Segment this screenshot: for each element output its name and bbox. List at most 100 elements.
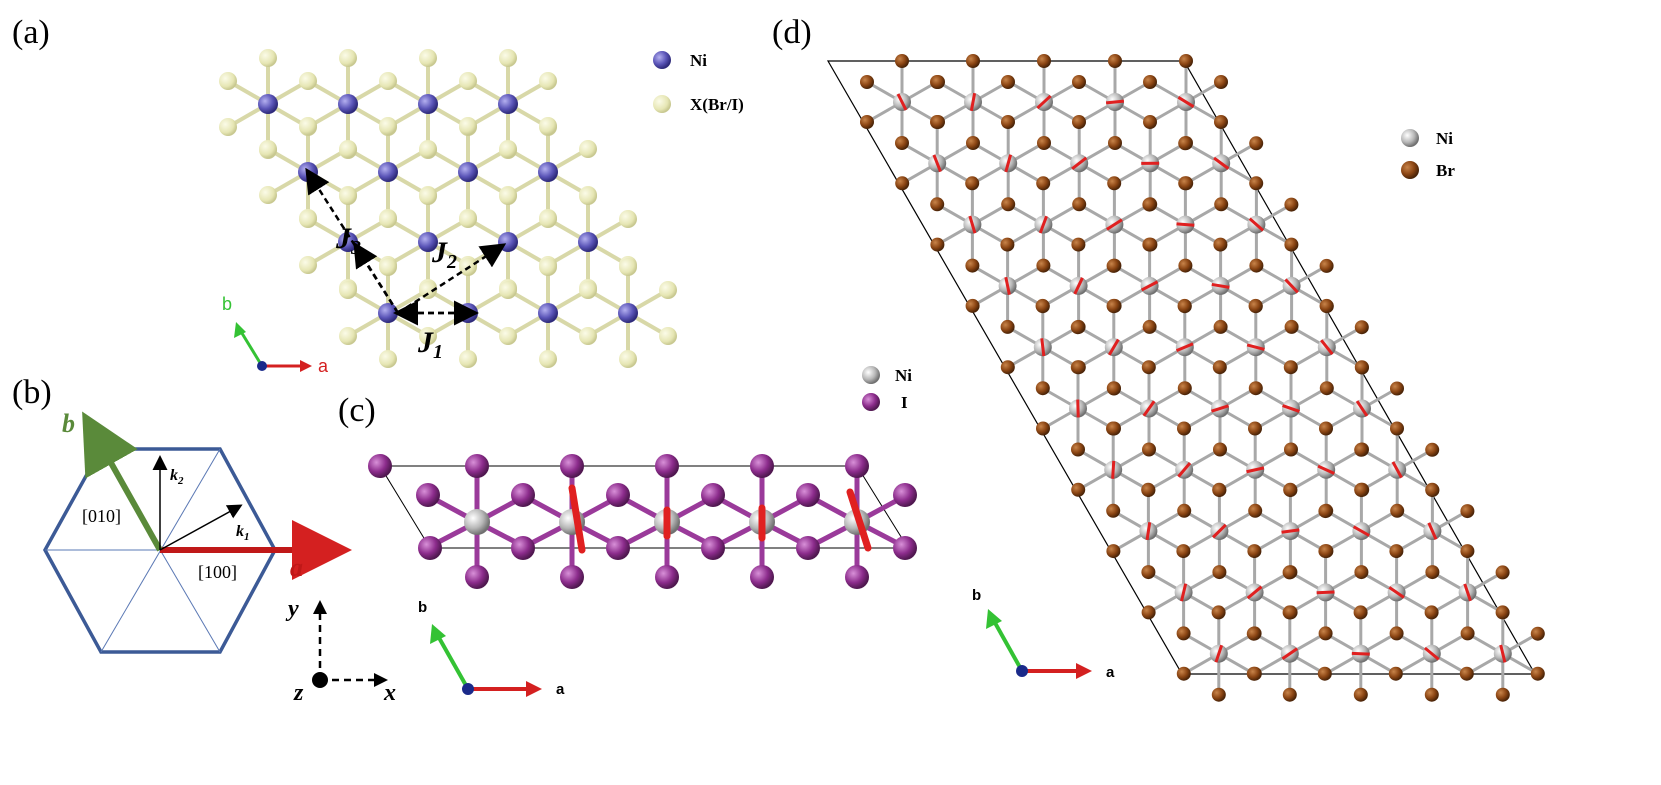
bromine-atom bbox=[1318, 504, 1333, 519]
ni-atom bbox=[338, 94, 358, 114]
bromine-atom bbox=[1354, 320, 1369, 335]
bromine-atom bbox=[1214, 197, 1229, 212]
halide-atom bbox=[379, 210, 397, 228]
ni-atom bbox=[578, 232, 598, 252]
spin-arrow bbox=[932, 154, 942, 173]
panel-c-side-view: Ni I b a bbox=[368, 366, 917, 698]
ni-atom bbox=[498, 94, 518, 114]
halide-atom bbox=[379, 117, 397, 135]
bromine-atom bbox=[1179, 54, 1193, 68]
bromine-atom bbox=[1425, 483, 1440, 498]
bromine-atom bbox=[1214, 75, 1228, 89]
bromine-atom bbox=[965, 298, 980, 313]
bromine-atom bbox=[1143, 237, 1158, 252]
spin-arrow bbox=[1281, 528, 1300, 534]
spin-arrow bbox=[1391, 461, 1403, 479]
bromine-atom bbox=[966, 136, 980, 150]
iodine-atom bbox=[560, 454, 584, 478]
bromine-atom bbox=[1035, 381, 1050, 396]
halide-atom bbox=[259, 186, 277, 204]
iodine-atom bbox=[701, 536, 725, 560]
bromine-atom bbox=[1390, 503, 1405, 518]
j1-label: J1 bbox=[417, 326, 443, 363]
halide-atom bbox=[339, 327, 357, 345]
spin-arrow bbox=[1004, 154, 1013, 173]
ni-atom bbox=[378, 303, 398, 323]
legend-ni-label: Ni bbox=[690, 51, 707, 70]
bromine-atom bbox=[1179, 176, 1194, 191]
ni-atom bbox=[458, 162, 478, 182]
ni-atom bbox=[618, 303, 638, 323]
spin-arrow bbox=[1246, 343, 1265, 351]
halide-atom bbox=[579, 281, 597, 299]
bromine-atom bbox=[895, 136, 909, 150]
bromine-atom bbox=[1355, 360, 1369, 375]
label-100: [100] bbox=[198, 562, 237, 582]
bromine-atom bbox=[1284, 197, 1299, 212]
iodine-atom bbox=[606, 536, 630, 560]
panel-d-supercell: Ni Br b a bbox=[826, 54, 1545, 702]
panel-label-b: (b) bbox=[12, 374, 52, 411]
spin-arrow bbox=[1177, 96, 1195, 108]
bromine-atom bbox=[1212, 360, 1227, 375]
halide-atom bbox=[259, 140, 277, 158]
bromine-atom bbox=[1107, 381, 1121, 396]
ni-atom bbox=[464, 509, 490, 535]
bromine-atom bbox=[1354, 442, 1369, 457]
spin-arrow bbox=[896, 93, 908, 111]
label-k2: k2 bbox=[170, 467, 184, 487]
halide-atom bbox=[379, 258, 397, 276]
bromine-atom bbox=[1213, 442, 1227, 457]
halide-atom bbox=[219, 72, 237, 90]
iodine-atom bbox=[560, 565, 584, 589]
bromine-atom bbox=[1214, 115, 1228, 129]
coord-y: y bbox=[285, 596, 299, 622]
bromine-atom bbox=[1319, 258, 1334, 273]
bromine-atom bbox=[1141, 483, 1156, 498]
halide-atom bbox=[299, 210, 317, 228]
axis-a-label: a bbox=[318, 356, 329, 376]
iodine-atom bbox=[701, 483, 725, 507]
iodine-atom bbox=[465, 565, 489, 589]
spin-arrow bbox=[1248, 217, 1265, 232]
bromine-atom bbox=[895, 54, 909, 68]
bromine-atom bbox=[1071, 360, 1086, 375]
bromine-atom bbox=[1106, 544, 1121, 559]
bromine-atom bbox=[1283, 483, 1298, 498]
bromine-atom bbox=[1177, 421, 1191, 436]
spin-arrow bbox=[1388, 586, 1405, 599]
spin-arrow bbox=[1355, 400, 1369, 417]
bromine-atom bbox=[1071, 482, 1086, 497]
halide-atom bbox=[339, 140, 357, 158]
spin-arrow bbox=[1246, 466, 1265, 474]
bromine-atom bbox=[1177, 381, 1192, 396]
bromine-atom bbox=[1143, 75, 1157, 89]
bromine-atom bbox=[1248, 503, 1263, 518]
bromine-atom bbox=[1106, 258, 1121, 273]
spin-arrow bbox=[1111, 460, 1116, 479]
bromine-atom bbox=[1248, 421, 1262, 436]
iodine-atom bbox=[511, 536, 535, 560]
bromine-atom bbox=[1317, 666, 1332, 681]
bromine-atom bbox=[1178, 258, 1193, 273]
iodine-atom bbox=[796, 483, 820, 507]
bromine-atom bbox=[1071, 237, 1086, 252]
vector-b bbox=[82, 411, 163, 552]
bromine-atom bbox=[1495, 687, 1510, 702]
bromine-atom bbox=[1036, 176, 1051, 191]
spin-arrow bbox=[969, 92, 977, 112]
spin-arrow bbox=[1175, 342, 1194, 353]
panel-label-d: (d) bbox=[772, 14, 812, 51]
ni-atom bbox=[418, 232, 438, 252]
iodine-atom bbox=[845, 454, 869, 478]
coord-z: z bbox=[293, 680, 304, 706]
bromine-atom bbox=[1319, 381, 1334, 396]
bromine-atom bbox=[1389, 544, 1404, 559]
bromine-atom bbox=[1141, 605, 1156, 620]
bromine-atom bbox=[1388, 666, 1403, 681]
halide-atom bbox=[379, 350, 397, 368]
halide-atom bbox=[419, 327, 437, 345]
halide-atom bbox=[339, 281, 357, 299]
bromine-atom bbox=[1211, 687, 1226, 702]
bromine-atom bbox=[1249, 258, 1264, 273]
